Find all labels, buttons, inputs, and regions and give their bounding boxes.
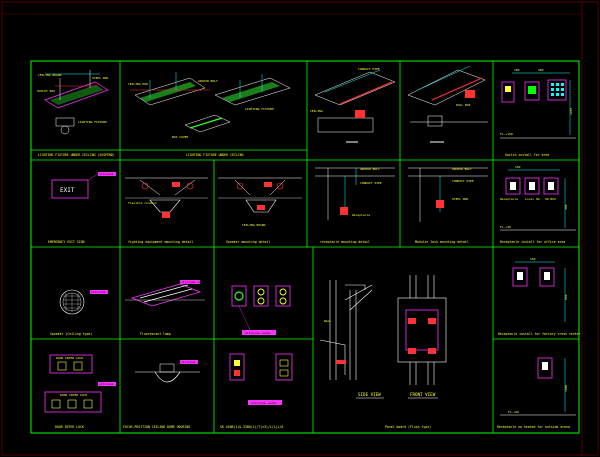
label-outlet-box-1: OUTLET BOX bbox=[37, 89, 55, 93]
panel-exit-sign: EXIT silicone caulk bbox=[51, 172, 124, 199]
panel-receptacle-factory: 150 800 bbox=[512, 257, 568, 322]
label-silicone-caulk-fluor: silicone caulk bbox=[181, 280, 206, 284]
panel-receptacle-office: 150 300 Receptacle Local SW SW BOX FL.+3… bbox=[500, 165, 576, 231]
title-speaker-mounting: Speaker mounting detail bbox=[226, 240, 270, 244]
label-receptacle-7: Receptacle bbox=[352, 213, 370, 217]
title-fluorescent-lamp: Fluorescent lamp bbox=[140, 332, 171, 336]
dim-switch-w2: 300 bbox=[538, 68, 544, 72]
panel-pipe-iso-2: PULL BOX bbox=[407, 65, 488, 143]
label-anchor-bolt-2: ANCHOR BOLT bbox=[198, 79, 218, 83]
label-anchor-bolt-8: ANCHOR BOLT bbox=[452, 167, 472, 171]
panel-grid bbox=[31, 61, 579, 433]
panel-outlet-plates: silicone caulk bbox=[231, 285, 291, 335]
title-receptacle-factory: Receptacle install for factory cresh cen… bbox=[498, 332, 581, 336]
label-silicone-caulk-outlets: silicone caulk bbox=[245, 331, 270, 335]
panel-speaker-mounting: CEILING BOARD bbox=[218, 177, 302, 227]
label-silicone-caulk-door: silicone caulk bbox=[99, 382, 124, 386]
dim-switch-h: 1450 bbox=[569, 108, 573, 115]
label-fl-office: FL.+30 bbox=[500, 225, 511, 229]
panel-pipe-iso: CONDUIT PIPE CEILING bbox=[310, 67, 396, 143]
label-receptacle-office: Receptacle bbox=[500, 197, 518, 201]
label-door-interlock-unit-2: DOOR INTER LOCK bbox=[60, 393, 87, 397]
panel-modular-jack: ANCHOR BOLT CONDUIT PIPE STEEL ROD bbox=[408, 167, 488, 222]
panel-panel-board: SIDE VIEW FRONT VIEW WALL bbox=[319, 275, 447, 399]
panel-outlet-plates-2: silicone caulk bbox=[229, 353, 293, 405]
dim-switch-w1: 100 bbox=[514, 68, 520, 72]
dim-office-w: 150 bbox=[515, 165, 521, 169]
title-lighting-under: LIGHTING FIXTURE UNDER CEILING bbox=[186, 153, 244, 157]
label-lighting-fixture-1: LIGHTING FIXTURE bbox=[78, 120, 107, 124]
panel-lighting-suspend: CEILING BOARD STEEL ROD LIGHTING FIXTURE… bbox=[37, 70, 109, 135]
title-speaker-ceiling: Speaker (Ceiling type) bbox=[50, 332, 92, 336]
title-receptacle-office: Receptacle install for office area bbox=[500, 240, 565, 244]
title-receptacle-mounting: receptacle mounting detail bbox=[320, 240, 370, 244]
label-box-cover-2: BOX COVER bbox=[172, 135, 188, 139]
panel-fluorescent-lamp: silicone caulk bbox=[125, 280, 206, 307]
label-ceiling-board-1: CEILING BOARD bbox=[38, 73, 62, 77]
label-silicone-caulk-exit: silicone caulk bbox=[99, 172, 124, 176]
title-code-line: SK 440B(1)& 3380(1)/T(c3)/L(1)L/0 bbox=[220, 425, 283, 429]
label-silicone-caulk-dome: silicone caulk bbox=[181, 360, 206, 364]
label-pull-box-4: PULL BOX bbox=[456, 103, 471, 107]
panel-switch-install: 100 300 1450 FL.+150 bbox=[500, 68, 576, 139]
label-wall-panel: WALL bbox=[324, 319, 331, 323]
title-focus-position: FOCUS-POSITION CEILING DOME HOUSING bbox=[123, 425, 190, 429]
label-silicone-caulk-speaker: silicone caulk bbox=[91, 290, 116, 294]
label-conduit-pipe-8: CONDUIT PIPE bbox=[452, 179, 474, 183]
title-exit-sign: EMERGENCY EXIT SIGN bbox=[48, 240, 85, 244]
panel-receptacle-outside: 1000 FL.+50 bbox=[500, 357, 576, 416]
label-front-view: FRONT VIEW bbox=[410, 392, 436, 397]
panel-receptacle-mounting: ANCHOR BOLT CONDUIT PIPE Receptacle bbox=[315, 167, 395, 220]
label-door-interlock-unit-1: DOOR INTER LOCK bbox=[56, 356, 83, 360]
label-fl-bottom: FL.+50 bbox=[508, 410, 519, 414]
label-side-view: SIDE VIEW bbox=[358, 392, 381, 397]
panel-focus-dome: silicone caulk bbox=[135, 360, 206, 383]
title-fighting-equipment: fighting equipment mounting detail bbox=[128, 240, 193, 244]
panel-fighting-equipment: flexible conduit bbox=[125, 177, 208, 218]
label-lighting-fixture-2: LIGHTING FIXTURE bbox=[245, 107, 274, 111]
panel-door-interlock: DOOR INTER LOCK silicone caulk DOOR INTE… bbox=[44, 354, 124, 413]
title-door-interlock: DOOR INTER LOCK bbox=[55, 425, 84, 429]
label-steel-rod-8: STEEL ROD bbox=[452, 197, 468, 201]
label-local-sw-office: Local SW bbox=[525, 197, 540, 201]
title-modular-jack: Modular Jack mounting detail bbox=[415, 240, 469, 244]
title-receptacle-outside: Receptacle no heated for outside arena bbox=[497, 425, 570, 429]
label-flexible-conduit-5: flexible conduit bbox=[128, 201, 157, 205]
label-sw-box-office: SW BOX bbox=[545, 197, 556, 201]
label-ceiling-3: CEILING bbox=[310, 109, 323, 113]
title-lighting-suspend: LIGHTING FIXTURE UNDER CEILING (SUSPEND) bbox=[38, 153, 115, 157]
panel-speaker-ceiling: silicone caulk bbox=[59, 289, 116, 315]
label-fl-switch: FL.+150 bbox=[500, 132, 513, 136]
label-ceiling-rod-2: CEILING ROD bbox=[128, 82, 148, 86]
exit-sign-text: EXIT bbox=[60, 187, 75, 194]
label-conduit-pipe-3: CONDUIT PIPE bbox=[358, 67, 380, 71]
dim-factory-h: 800 bbox=[564, 294, 568, 300]
title-panel-board: Panel board (Flush type) bbox=[385, 425, 431, 429]
dim-office-h: 300 bbox=[564, 204, 568, 210]
label-conduit-pipe-7: CONDUIT PIPE bbox=[360, 181, 382, 185]
label-steel-rod-1: STEEL ROD bbox=[92, 76, 108, 80]
panel-lighting-under: CEILING ROD ANCHOR BOLT LIGHTING FIXTURE… bbox=[128, 72, 291, 139]
title-switch-install: Switch install for area bbox=[505, 153, 549, 157]
label-anchor-bolt-7: ANCHOR BOLT bbox=[360, 167, 380, 171]
dim-bottom-h: 1000 bbox=[564, 385, 568, 392]
dim-factory-w: 150 bbox=[530, 257, 536, 261]
label-silicone-caulk-outlets-2: silicone caulk bbox=[251, 401, 276, 405]
label-ceiling-board-6: CEILING BOARD bbox=[242, 223, 266, 227]
